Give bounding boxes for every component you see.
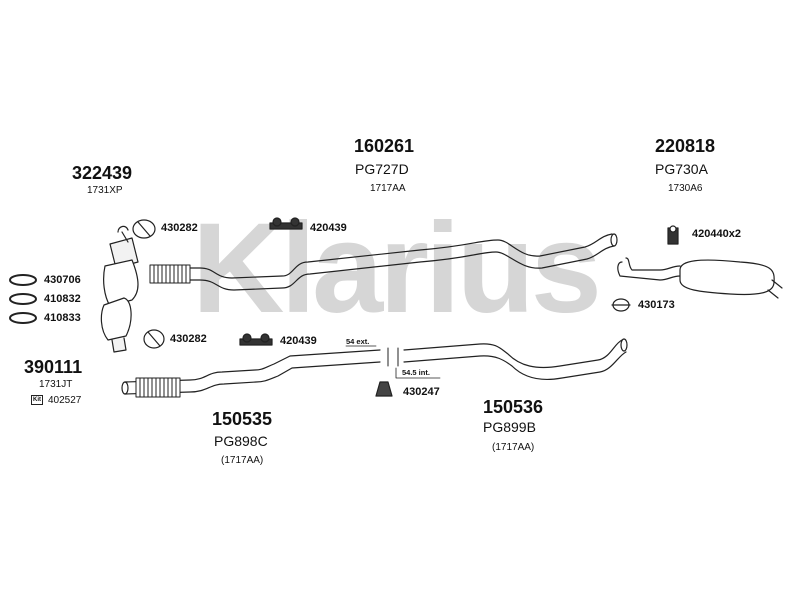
part-420439-mid: 420439 (280, 335, 317, 347)
gasket-icon (9, 293, 37, 305)
clamp-icon (132, 219, 156, 239)
ref-pipe-b: (1717AA) (492, 442, 535, 453)
part-410832: 410832 (44, 293, 81, 305)
note-54-5-int: 54.5 int. (402, 368, 430, 377)
part-430282-top: 430282 (161, 222, 198, 234)
gasket-icon (9, 312, 37, 324)
part-430282-mid: 430282 (170, 333, 207, 345)
kit-number: 402527 (48, 395, 82, 406)
rubber-mount-icon (239, 333, 273, 346)
flex-section-lower (135, 377, 181, 398)
code-pg898c: PG898C (214, 433, 268, 449)
part-number-322439: 322439 (72, 163, 133, 183)
part-number-160261: 160261 (354, 136, 415, 156)
pipe-150535 (121, 349, 381, 395)
clamp-icon (143, 329, 165, 349)
rubber-mount-icon (375, 381, 393, 397)
ref-1717aa: 1717AA (370, 183, 406, 194)
catalyst-390111 (100, 297, 132, 353)
part-number-150536: 150536 (483, 397, 544, 417)
rubber-mount-icon (269, 217, 303, 230)
ref-1731xp: 1731XP (87, 185, 123, 196)
code-pg730a: PG730A (655, 161, 708, 177)
part-430173: 430173 (638, 299, 675, 311)
rear-silencer-220818 (617, 257, 783, 299)
note-54-ext: 54 ext. (346, 337, 370, 346)
part-420440x2: 420440x2 (692, 228, 741, 240)
part-420439-top: 420439 (310, 222, 347, 234)
gasket-icon (9, 274, 37, 286)
ref-pipe-a: (1717AA) (221, 455, 264, 466)
front-pipe-160261 (151, 233, 618, 291)
kit-badge: Kit (31, 395, 43, 405)
rubber-mount-icon (667, 225, 679, 245)
code-pg727d: PG727D (355, 161, 409, 177)
part-430247: 430247 (403, 386, 440, 398)
ref-1731jt: 1731JT (39, 379, 73, 390)
flex-section-top (149, 264, 191, 284)
part-number-220818: 220818 (655, 136, 716, 156)
part-number-390111: 390111 (24, 357, 83, 377)
part-430706: 430706 (44, 274, 81, 286)
part-410833: 410833 (44, 312, 81, 324)
ref-1730a6: 1730A6 (668, 183, 703, 194)
pipe-150536 (403, 338, 628, 381)
code-pg899b: PG899B (483, 419, 536, 435)
catalyst-322439 (103, 225, 139, 307)
clamp-icon (611, 298, 631, 312)
watermark: Klarius (192, 197, 598, 340)
part-number-150535: 150535 (212, 409, 273, 429)
